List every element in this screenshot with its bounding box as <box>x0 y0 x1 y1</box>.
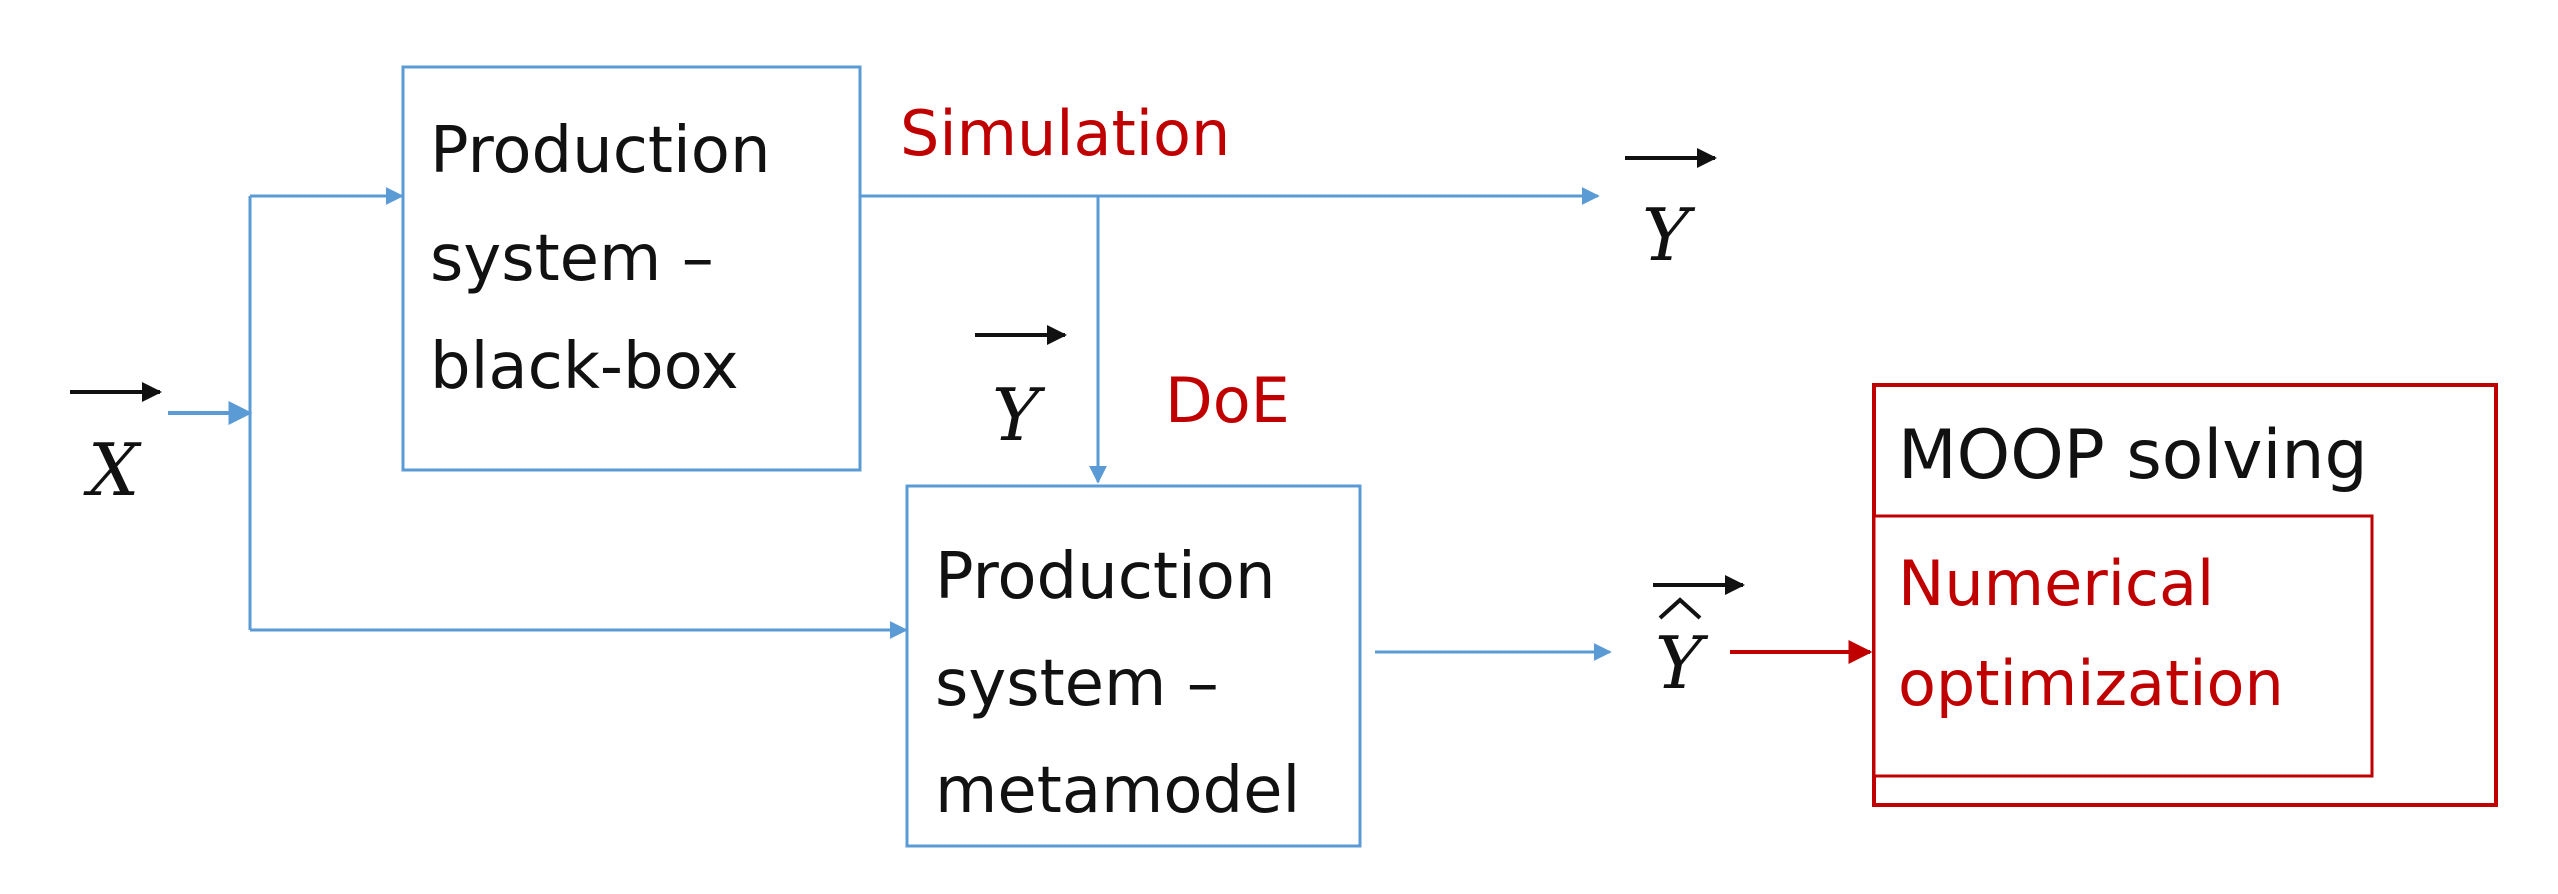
vector-label-y: Y <box>1642 193 1696 277</box>
blackbox-line-2: system – <box>430 222 714 296</box>
estimated-vector-y: Y <box>1653 575 1745 705</box>
blackbox-block: Production system – black-box <box>401 65 862 472</box>
vector-label-x: X <box>83 428 142 512</box>
metamodel-block: Production system – metamodel <box>905 484 1362 848</box>
blackbox-box <box>401 65 862 472</box>
output-vector-y: Y <box>1625 148 1717 277</box>
blackbox-line-3: black-box <box>430 330 739 404</box>
estimated-vector-label: Y <box>1655 621 1709 705</box>
input-vector-x: X <box>70 382 162 512</box>
metamodel-line-1: Production <box>935 540 1276 614</box>
doe-vector-label: Y <box>992 373 1046 457</box>
doe-label: DoE <box>1165 364 1290 437</box>
metamodel-line-3: metamodel <box>935 754 1300 828</box>
optimization-inner-box <box>1872 514 2374 778</box>
simulation-label: Simulation <box>900 97 1230 170</box>
moop-title: MOOP solving <box>1898 416 2368 495</box>
optimization-line-1: Numerical <box>1898 547 2214 620</box>
metamodel-box <box>905 484 1362 848</box>
blackbox-line-1: Production <box>430 114 771 188</box>
hat-mark <box>1658 597 1702 620</box>
metamodel-line-2: system – <box>935 647 1219 721</box>
doe-vector-y: Y <box>975 325 1067 457</box>
optimization-line-2: optimization <box>1898 647 2284 720</box>
moop-block: MOOP solving Numerical optimization <box>1872 383 2498 807</box>
